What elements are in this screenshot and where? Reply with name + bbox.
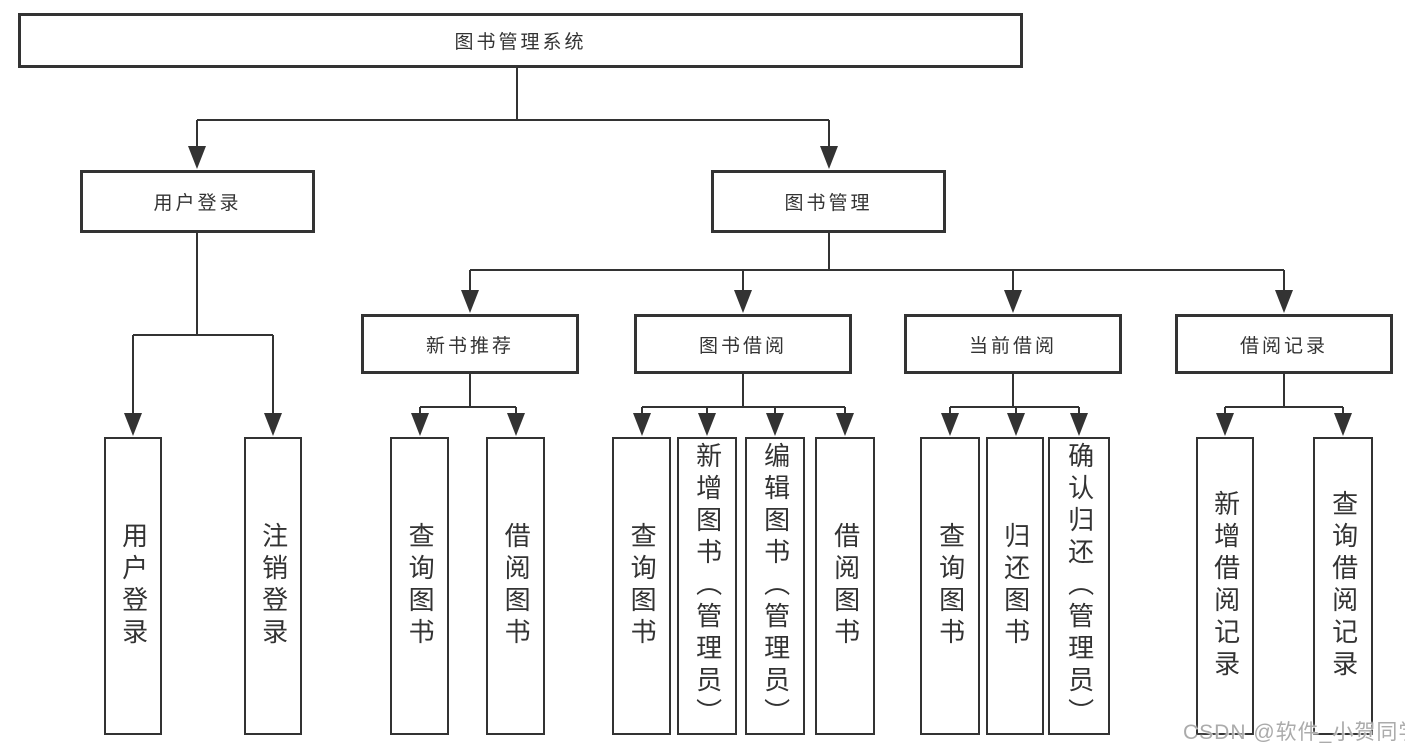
csdn-watermark: CSDN @软件_小贺同学 <box>1183 721 1405 744</box>
node-label: 当前借阅 <box>968 335 1057 357</box>
connector-root <box>196 68 830 148</box>
arrow-icon <box>1004 290 1022 313</box>
leaf-user-login: 用户登录 <box>104 437 162 735</box>
arrow-icon <box>461 290 479 313</box>
leaf-label: 查询图书 <box>627 522 658 650</box>
node-library-management-system: 图书管理系统 <box>18 13 1023 68</box>
leaf-recommend-borrow-books: 借阅图书 <box>486 437 545 735</box>
leaf-records-add-record: 新增借阅记录 <box>1196 437 1254 735</box>
leaf-label: 查询借阅记录 <box>1328 490 1359 682</box>
arrow-icon <box>766 413 784 436</box>
node-borrowing-records: 借阅记录 <box>1175 314 1393 374</box>
arrow-icon <box>188 146 206 169</box>
leaf-label: 查询图书 <box>935 522 966 650</box>
connector-new-book-recommend <box>419 374 517 416</box>
arrow-icon <box>507 413 525 436</box>
connector-book-management <box>469 233 1285 293</box>
arrow-icon <box>264 413 282 436</box>
connector-current-borrowing <box>949 374 1080 416</box>
leaf-borrowing-edit-books-admin: 编辑图书（管理员） <box>745 437 805 735</box>
leaf-label: 新增图书（管理员） <box>692 442 723 730</box>
leaf-label: 借阅图书 <box>501 522 532 650</box>
leaf-current-query-books: 查询图书 <box>920 437 980 735</box>
arrow-icon <box>1216 413 1234 436</box>
leaf-label: 编辑图书（管理员） <box>760 442 791 730</box>
leaf-label: 确认归还（管理员） <box>1064 442 1095 730</box>
leaf-label: 归还图书 <box>1000 522 1031 650</box>
leaf-records-query-record: 查询借阅记录 <box>1313 437 1373 735</box>
node-label: 借阅记录 <box>1239 335 1328 357</box>
arrow-icon <box>124 413 142 436</box>
arrow-icon <box>1070 413 1088 436</box>
node-user-login: 用户登录 <box>80 170 315 233</box>
arrow-icon <box>633 413 651 436</box>
node-book-management: 图书管理 <box>711 170 946 233</box>
connector-book-borrowing <box>641 374 846 416</box>
arrow-icon <box>941 413 959 436</box>
leaf-current-confirm-return-admin: 确认归还（管理员） <box>1048 437 1110 735</box>
arrow-icon <box>820 146 838 169</box>
arrow-icon <box>836 413 854 436</box>
leaf-borrowing-query-books: 查询图书 <box>612 437 671 735</box>
arrow-icon <box>1007 413 1025 436</box>
node-current-borrowing: 当前借阅 <box>904 314 1122 374</box>
node-book-borrowing: 图书借阅 <box>634 314 852 374</box>
arrow-icon <box>411 413 429 436</box>
leaf-label: 借阅图书 <box>830 522 861 650</box>
connector-user-login <box>132 233 274 416</box>
leaf-label: 注销登录 <box>258 522 289 650</box>
leaf-label: 用户登录 <box>118 522 149 650</box>
leaf-borrowing-borrow-books: 借阅图书 <box>815 437 875 735</box>
leaf-label: 查询图书 <box>405 522 436 650</box>
node-label: 图书管理 <box>784 193 873 214</box>
node-label: 图书管理系统 <box>454 32 587 53</box>
arrow-icon <box>1334 413 1352 436</box>
leaf-label: 新增借阅记录 <box>1210 490 1241 682</box>
connector-borrowing-records <box>1224 374 1344 416</box>
leaf-borrowing-add-books-admin: 新增图书（管理员） <box>677 437 737 735</box>
arrow-icon <box>1275 290 1293 313</box>
node-label: 图书借阅 <box>698 335 787 357</box>
arrow-icon <box>698 413 716 436</box>
leaf-recommend-query-books: 查询图书 <box>390 437 449 735</box>
node-new-book-recommend: 新书推荐 <box>361 314 579 374</box>
leaf-logout: 注销登录 <box>244 437 302 735</box>
leaf-current-return-books: 归还图书 <box>986 437 1044 735</box>
node-label: 用户登录 <box>153 193 242 214</box>
node-label: 新书推荐 <box>425 335 514 357</box>
arrow-icon <box>734 290 752 313</box>
